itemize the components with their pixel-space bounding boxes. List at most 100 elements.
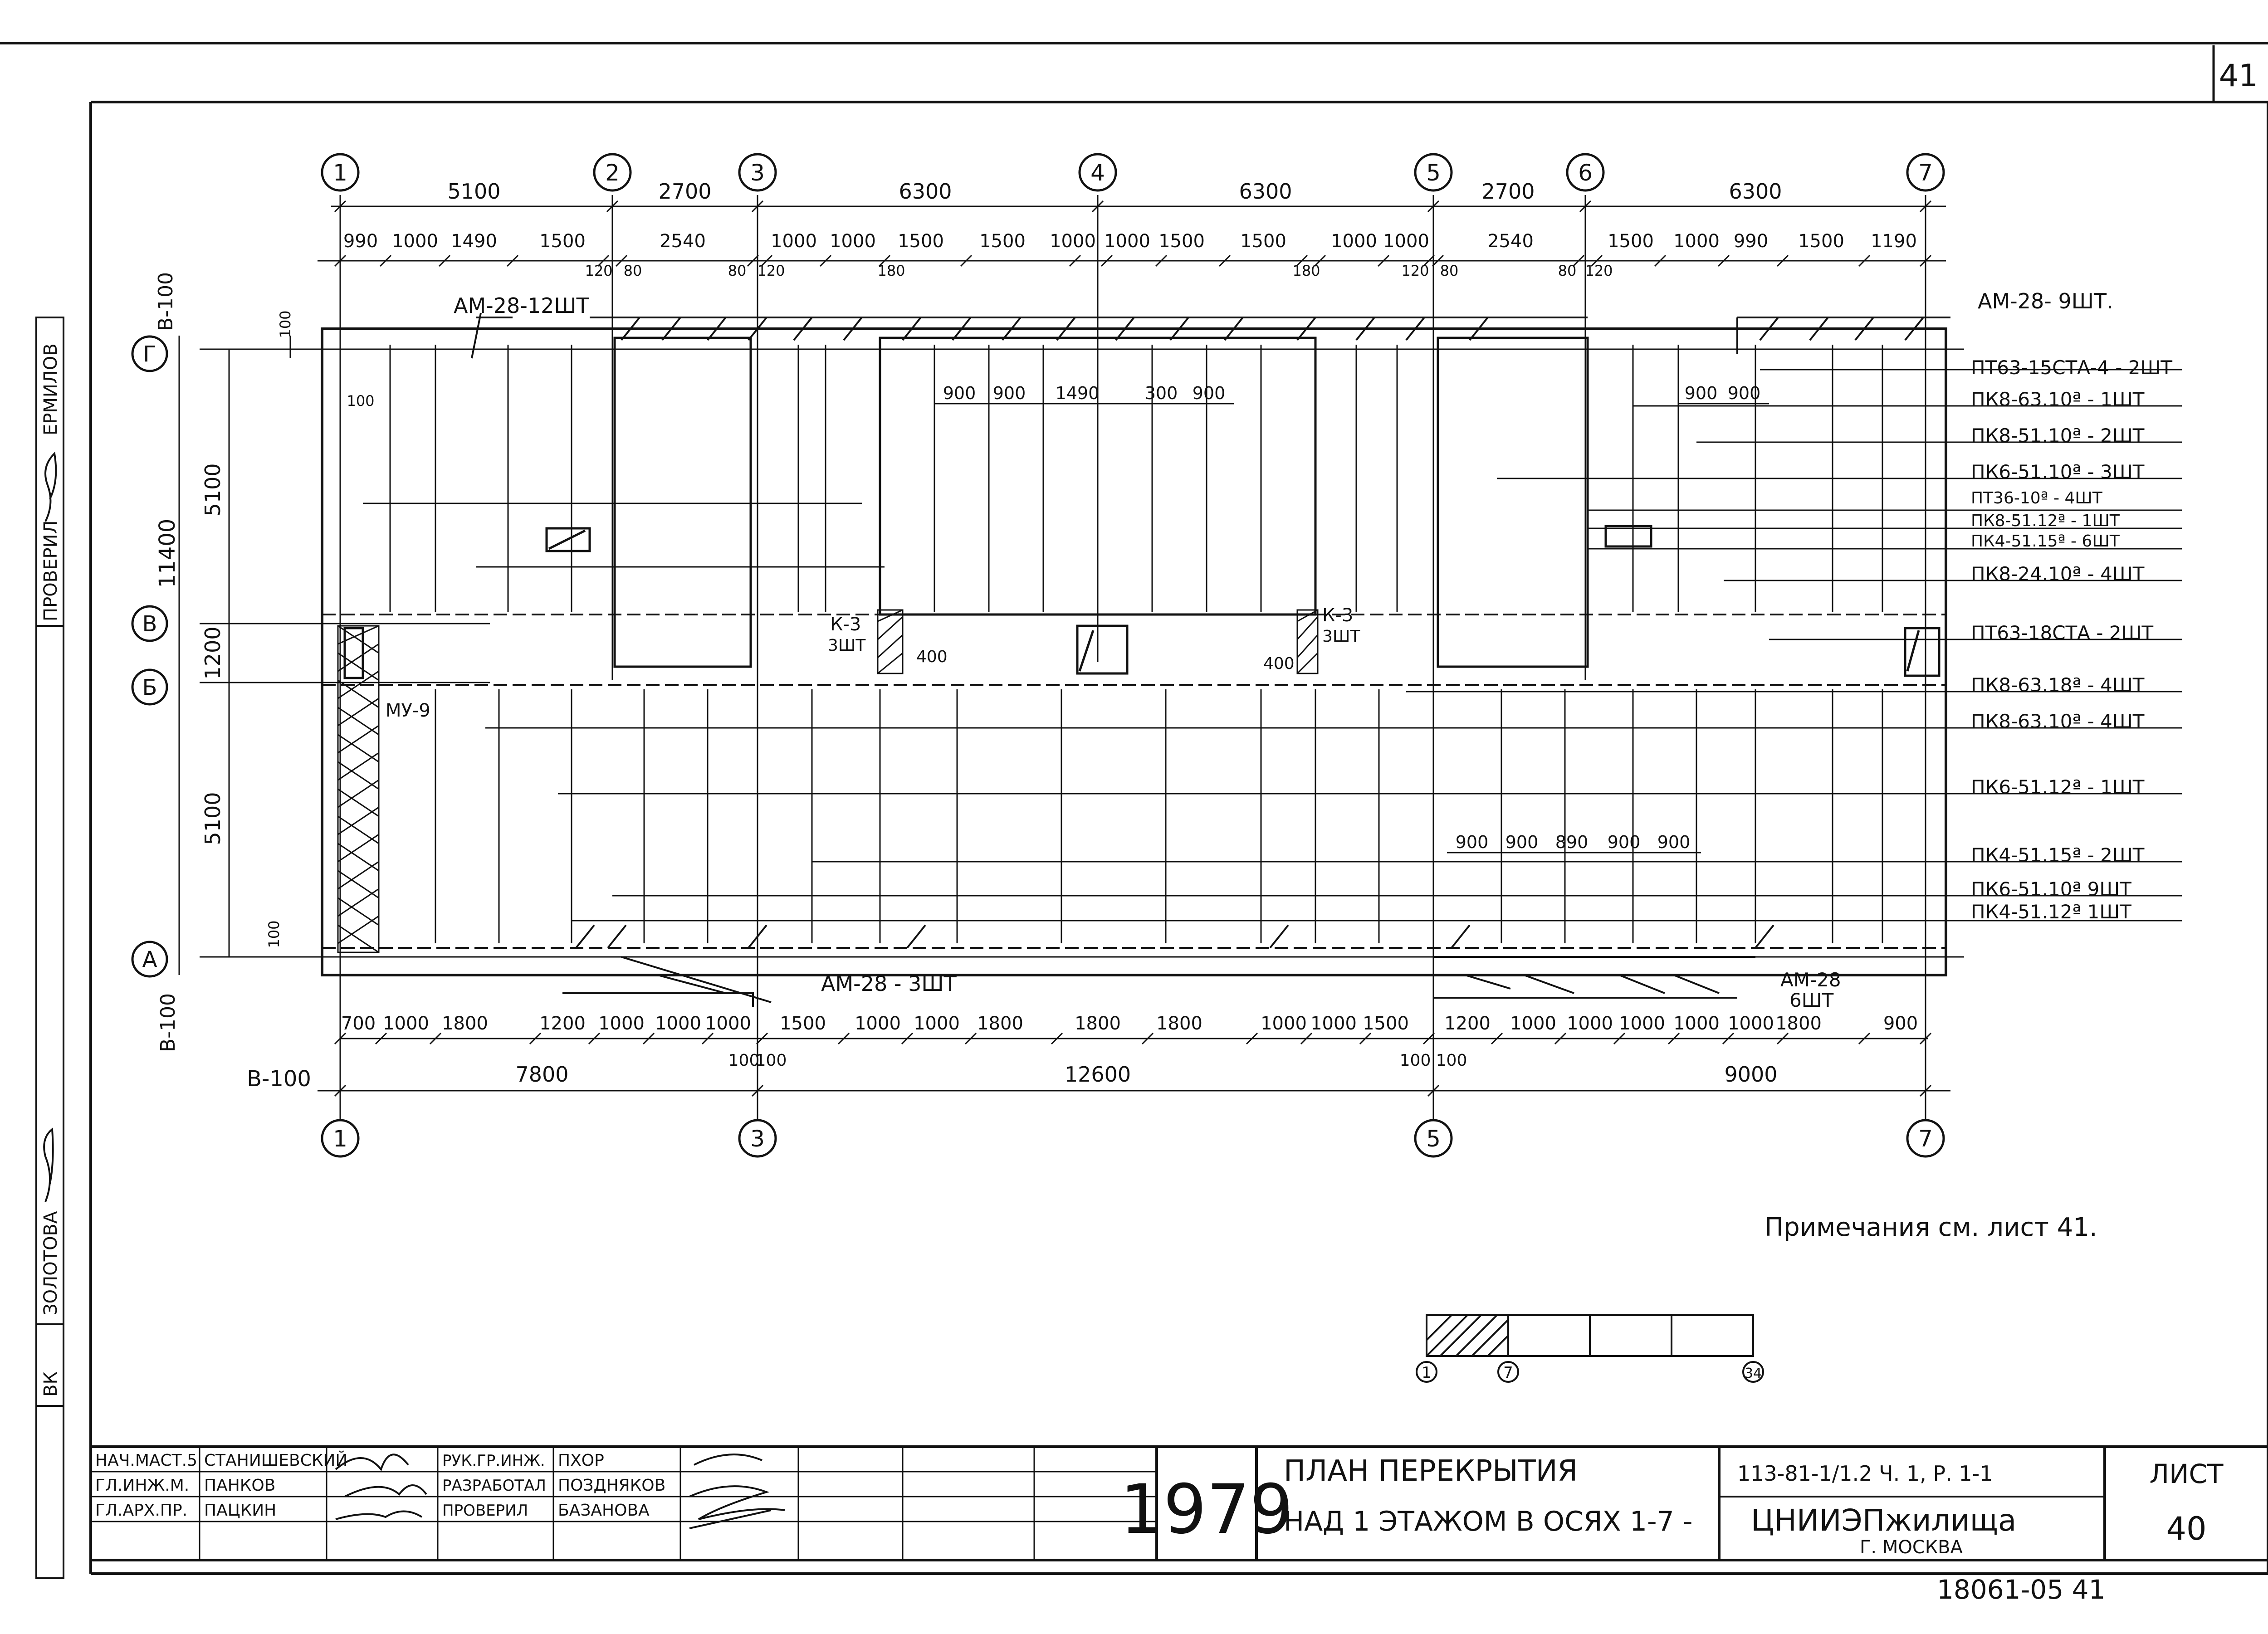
dimension-tick (1155, 254, 1168, 267)
dimension-tick (1572, 254, 1585, 267)
top-sub-dim: 1500 (1608, 231, 1654, 252)
dimension-tick (1654, 254, 1667, 267)
top-small-dim: 80 (624, 262, 642, 279)
schedule-item: ПТ36-10ª - 4ШТ (1971, 489, 2103, 507)
schedule-item: ПК8-63.10ª - 1ШТ (1971, 388, 2145, 410)
left-dim-2: 1200 (200, 626, 225, 679)
dimension-tick (1427, 200, 1440, 213)
bottom-sub-dim: 1000 (1261, 1013, 1307, 1034)
axis-label: 4 (1090, 160, 1105, 186)
top-small-dim: 120 (1585, 262, 1613, 279)
axis-label: 5 (1426, 160, 1441, 186)
dimension-tick (1858, 1032, 1871, 1045)
schedule-item: ПК8-63.18ª - 4ШТ (1971, 674, 2145, 696)
dimension-tick (615, 254, 628, 267)
left-small-1: 100 (277, 310, 294, 338)
title-row-role2: РАЗРАБОТАЛ (442, 1477, 546, 1495)
top-sub-dim: 1000 (1050, 231, 1096, 252)
dimension-tick (1919, 200, 1932, 213)
tie-anchors (471, 312, 1950, 1007)
panel-leaders (363, 369, 2182, 922)
top-span-dim: 6300 (899, 179, 952, 204)
bottom-span-dim: 7800 (515, 1062, 568, 1087)
axis-bubble (1566, 153, 1605, 192)
inner-dim: 900 (943, 383, 976, 403)
title-org: ЦНИИЭПжилища (1751, 1503, 2016, 1538)
dimension-tick (1141, 1032, 1154, 1045)
title-row-role2: РУК.ГР.ИНЖ. (442, 1452, 545, 1470)
top-sub-dim: 1500 (898, 231, 944, 252)
dimension-tick (1377, 254, 1390, 267)
bottom-sub-dim: 1000 (1310, 1013, 1357, 1034)
dimension-tick (1491, 1032, 1503, 1045)
left-stamp-checked-name: ЕРМИЛОВ (40, 343, 61, 435)
dimension-tick (1858, 254, 1871, 267)
inner-dim: 890 (1555, 832, 1589, 852)
bottom-sub-dim: 1200 (539, 1013, 586, 1034)
top-sub-dim: 1000 (1673, 231, 1720, 252)
dimension-tick (756, 1032, 768, 1045)
dimension-tick (819, 254, 832, 267)
dimension-tick (1579, 200, 1592, 213)
bottom-sub-dim: 1000 (705, 1013, 751, 1034)
dimension-tick (960, 254, 973, 267)
axis-bubble (738, 1119, 777, 1158)
bottom-sub-dim: 1000 (1728, 1013, 1774, 1034)
top-sub-dim: 1500 (1798, 231, 1844, 252)
left-small-3: 100 (265, 920, 283, 948)
top-sub-dim: 1000 (771, 231, 817, 252)
left-overall-dim: 11400 (155, 519, 180, 588)
title-row-name2: ПХОР (558, 1451, 604, 1470)
mark-k3-dim-left: 400 (916, 648, 948, 666)
bottom-offset: В-100 (247, 1066, 311, 1092)
dimension-tick (1359, 1032, 1372, 1045)
anchor-label-bottom-right-2: 6ШТ (1789, 989, 1834, 1011)
top-small-dim: 120 (585, 262, 612, 279)
dimension-tick (1100, 254, 1113, 267)
inner-dim: 1490 (1056, 383, 1100, 403)
mark-k3-right-qty: 3ШТ (1322, 627, 1360, 646)
bottom-small-dim: 100 (1400, 1051, 1431, 1070)
axis-bubble (1078, 153, 1117, 192)
top-sub-dim: 1500 (1240, 231, 1286, 252)
top-sub-dim: 1190 (1871, 231, 1917, 252)
dimension-tick (334, 254, 347, 267)
bottom-dimension-lines (318, 1038, 1950, 1092)
bottom-small-dim: 100 (756, 1051, 787, 1070)
dimension-tick (964, 1032, 977, 1045)
bottom-small-dim: 100 (728, 1051, 760, 1070)
axis-bubble (131, 941, 168, 978)
inner-dim: 900 (1608, 832, 1641, 852)
axis-bubble (1414, 153, 1453, 192)
top-small-dim: 120 (1401, 262, 1429, 279)
axis-bubble (321, 153, 360, 192)
inner-dim: 900 (1456, 832, 1489, 852)
top-sub-dim: 1490 (451, 231, 497, 252)
dimension-tick (751, 1084, 764, 1097)
left-stamp-checked-label: ПРОВЕРИЛ (40, 520, 61, 621)
bottom-sub-dim: 1000 (855, 1013, 901, 1034)
bottom-sub-dim: 1000 (383, 1013, 429, 1034)
title-sheet-number: 40 (2166, 1510, 2206, 1547)
top-sub-dim: 1500 (539, 231, 586, 252)
title-row-role: НАЧ.МАСТ.5 (95, 1451, 197, 1470)
inner-dim: 900 (1657, 832, 1691, 852)
dimension-tick (1422, 254, 1435, 267)
title-row-role: ГЛ.АРХ.ПР. (95, 1501, 187, 1520)
axis-bubble (131, 335, 168, 372)
top-small-dim: 80 (1558, 262, 1577, 279)
schedule-item: ПК4-51.15ª - 6ШТ (1971, 532, 2120, 551)
mark-k3-left: К-3 (830, 614, 861, 635)
bottom-sub-dim: 1000 (1673, 1013, 1720, 1034)
inner-dim: 300 (1145, 383, 1178, 403)
mark-mu9: МУ-9 (386, 700, 430, 721)
dimension-tick (1246, 1032, 1258, 1045)
sheet-corner-number: 41 (2219, 58, 2258, 94)
bottom-sub-dim: 1500 (780, 1013, 826, 1034)
bottom-sub-dim: 900 (1883, 1013, 1918, 1034)
